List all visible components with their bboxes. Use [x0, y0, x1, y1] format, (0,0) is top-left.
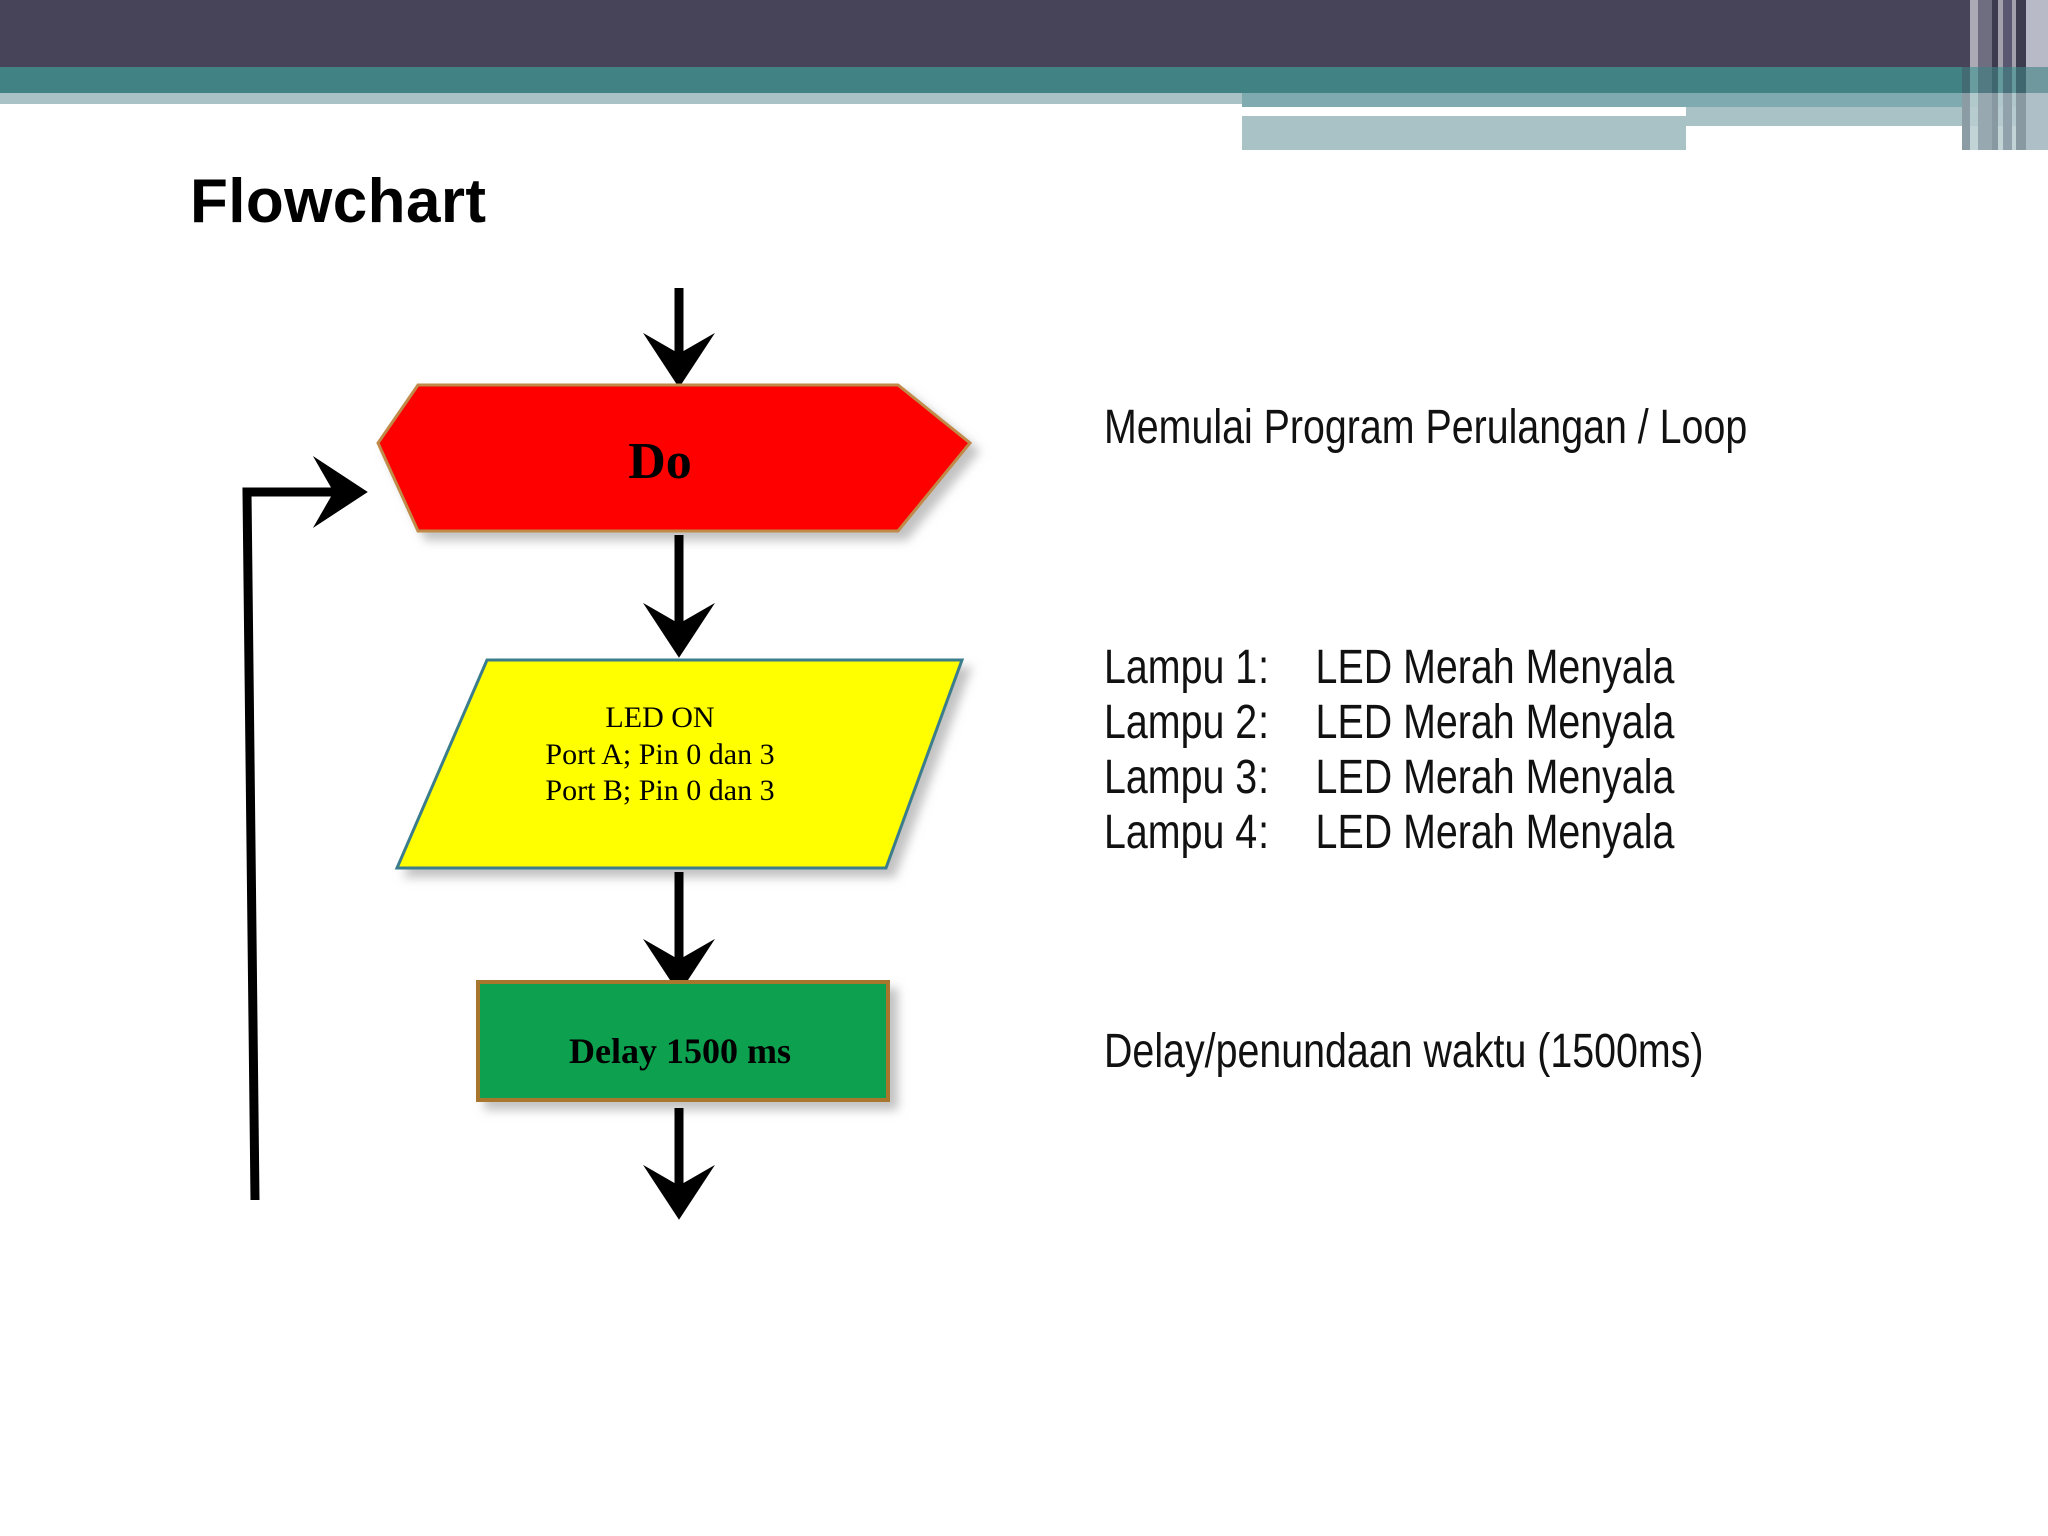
annotation-delay-note: Delay/penundaan waktu (1500ms) — [1104, 1025, 1704, 1078]
node-led-on-line-3: Port B; Pin 0 dan 3 — [545, 774, 775, 808]
banner-stripe-tint-teal — [1962, 67, 2048, 93]
lampu-label: Lampu 3 — [1104, 751, 1258, 804]
lampu-label: Lampu 4 — [1104, 806, 1258, 859]
banner-band-teal — [0, 67, 2048, 93]
node-led-on-label: LED ON Port A; Pin 0 dan 3 Port B; Pin 0… — [400, 700, 920, 810]
lampu-colon: : — [1258, 806, 1270, 859]
banner-gap-white-upper — [1242, 107, 1686, 116]
lampu-value: LED Merah Menyala — [1315, 751, 1675, 804]
list-item: Lampu 1 : LED Merah Menyala — [1104, 640, 1674, 695]
annotation-loop-note: Memulai Program Perulangan / Loop — [1104, 401, 1748, 454]
list-item: Lampu 3 : LED Merah Menyala — [1104, 750, 1674, 805]
banner-band-teal-fade — [1242, 93, 2048, 107]
node-led-on-line-1: LED ON — [605, 701, 715, 734]
lampu-label: Lampu 1 — [1104, 641, 1258, 694]
banner-stripe-tint-light — [1962, 93, 2048, 150]
banner-band-light-left — [0, 93, 1242, 104]
lampu-label: Lampu 2 — [1104, 696, 1258, 749]
node-do-label: Do — [628, 433, 692, 490]
node-delay-label: Delay 1500 ms — [569, 1031, 791, 1071]
lampu-colon: : — [1258, 696, 1270, 749]
lampu-value: LED Merah Menyala — [1315, 696, 1675, 749]
lampu-colon: : — [1258, 751, 1270, 804]
connector-loop-back — [242, 456, 368, 1201]
banner-band-navy — [0, 0, 2048, 67]
page-title: Flowchart — [190, 167, 487, 236]
slide-header-banner — [0, 0, 2048, 150]
node-led-on-line-2: Port A; Pin 0 dan 3 — [545, 737, 775, 771]
lampu-value: LED Merah Menyala — [1315, 641, 1675, 694]
lampu-colon: : — [1258, 641, 1270, 694]
list-item: Lampu 4 : LED Merah Menyala — [1104, 805, 1674, 860]
lampu-value: LED Merah Menyala — [1315, 806, 1675, 859]
list-item: Lampu 2 : LED Merah Menyala — [1104, 695, 1674, 750]
annotation-lampu-list: Lampu 1 : LED Merah Menyala Lampu 2 : LE… — [1104, 640, 1800, 860]
